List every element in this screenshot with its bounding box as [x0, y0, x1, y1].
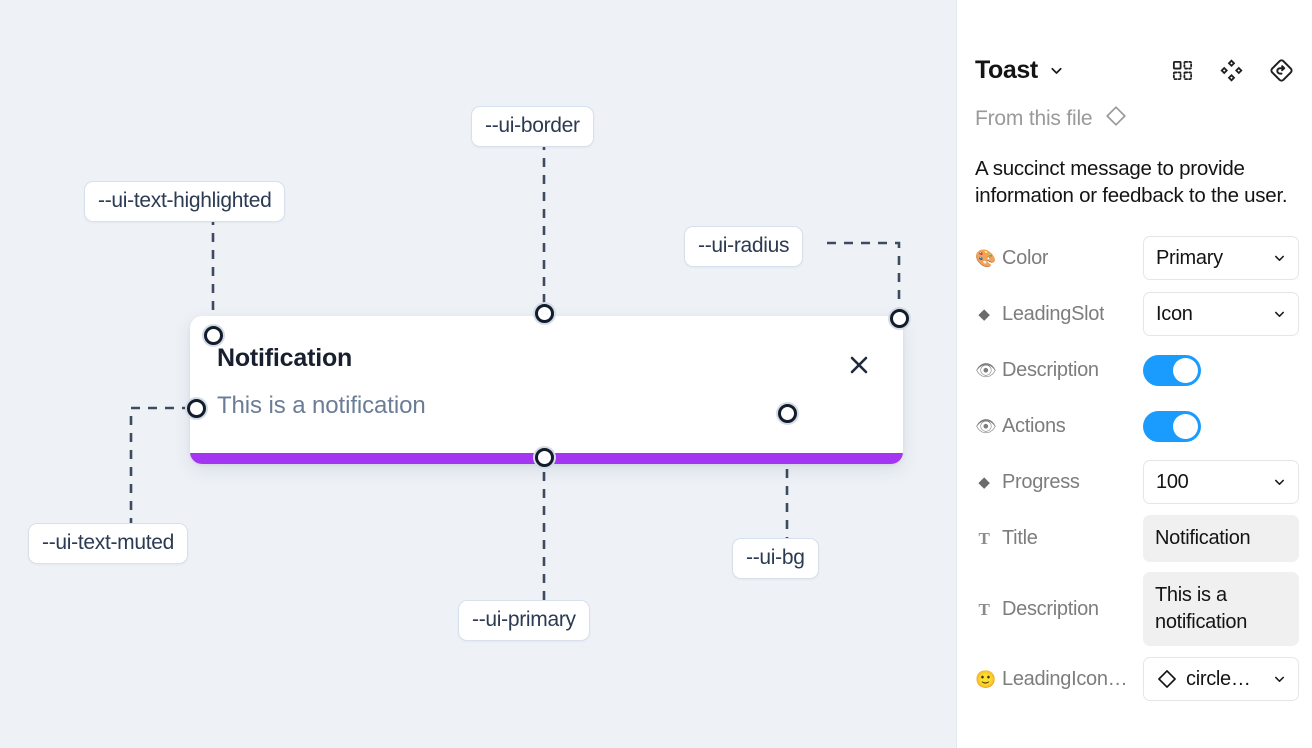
property-label-description: 👁 Description: [975, 358, 1099, 381]
property-row-description-text: T Description This is a notification: [975, 572, 1299, 646]
eye-icon: 👁: [975, 360, 997, 380]
property-row-actions-toggle: 👁 Actions: [975, 403, 1294, 449]
chevron-down-icon: [1272, 251, 1287, 266]
properties-panel: Toast: [956, 0, 1312, 748]
chevron-down-icon: [1272, 307, 1287, 322]
from-this-file-label: From this file: [975, 106, 1093, 130]
annotation-ui-radius[interactable]: --ui-radius: [684, 226, 804, 267]
diamond-component-icon: [1156, 668, 1178, 690]
component-cluster-icon[interactable]: [1220, 58, 1243, 82]
annotation-ui-primary[interactable]: --ui-primary: [458, 600, 590, 641]
component-description: A succinct message to provide informatio…: [975, 157, 1288, 207]
property-label-color: 🎨 Color: [975, 246, 1049, 269]
text-icon: T: [978, 529, 990, 548]
connector-ui-radius: [827, 241, 901, 313]
leadingslot-select[interactable]: Icon: [1143, 292, 1299, 336]
toast-component[interactable]: Notification This is a notification: [190, 316, 903, 464]
diamond-component-icon: [1104, 104, 1128, 133]
chevron-down-icon: [1272, 672, 1287, 687]
palette-icon: 🎨: [975, 248, 996, 268]
annotation-ui-text-muted[interactable]: --ui-text-muted: [28, 523, 189, 564]
annotation-ui-text-highlighted[interactable]: --ui-text-highlighted: [84, 181, 286, 222]
property-row-progress: ◆ Progress 100: [975, 459, 1299, 505]
toast-description: This is a notification: [217, 392, 426, 419]
property-label-title: T Title: [975, 527, 1143, 550]
panel-title: Toast: [975, 55, 1038, 84]
panel-header: Toast: [975, 44, 1294, 96]
design-canvas[interactable]: Notification This is a notification --ui…: [0, 0, 956, 748]
property-row-leadingicon: 🙂 LeadingIcon… circle…: [975, 656, 1299, 702]
from-this-file: From this file: [975, 104, 1294, 133]
description-input[interactable]: This is a notification: [1143, 572, 1299, 646]
handle-ui-primary[interactable]: [535, 448, 554, 467]
handle-ui-bg[interactable]: [778, 404, 797, 423]
progress-select[interactable]: 100: [1143, 460, 1299, 504]
actions-toggle[interactable]: [1143, 410, 1201, 442]
text-icon: T: [978, 599, 990, 619]
diamond-icon: ◆: [978, 473, 990, 491]
annotation-ui-bg[interactable]: --ui-bg: [732, 538, 819, 579]
diamond-icon: ◆: [978, 305, 990, 323]
description-toggle[interactable]: [1143, 354, 1201, 386]
property-row-description-toggle: 👁 Description: [975, 347, 1294, 393]
connector-ui-text-muted: [129, 406, 191, 523]
handle-ui-radius[interactable]: [890, 309, 909, 328]
panel-header-icons: [1171, 58, 1294, 83]
property-label-progress: ◆ Progress: [975, 471, 1143, 494]
eye-icon: 👁: [975, 416, 997, 436]
toast-title: Notification: [217, 344, 353, 372]
chevron-down-icon[interactable]: [1048, 62, 1065, 79]
property-label-description-text: T Description: [975, 598, 1143, 621]
smiley-icon: 🙂: [975, 669, 996, 689]
color-select[interactable]: Primary: [1143, 236, 1299, 280]
property-label-leadingicon: 🙂 LeadingIcon…: [975, 667, 1128, 690]
handle-ui-text-muted[interactable]: [187, 399, 206, 418]
property-row-color: 🎨 Color Primary: [975, 235, 1299, 281]
property-label-actions: 👁 Actions: [975, 414, 1066, 437]
property-row-leadingslot: ◆ LeadingSlot Icon: [975, 291, 1299, 337]
close-icon[interactable]: [846, 352, 872, 378]
property-row-title: T Title Notification: [975, 515, 1299, 562]
leadingicon-select[interactable]: circle…: [1143, 657, 1299, 701]
handle-ui-text-highlighted[interactable]: [204, 326, 223, 345]
chevron-down-icon: [1272, 475, 1287, 490]
component-variants-icon[interactable]: [1171, 59, 1194, 82]
property-list: 🎨 Color Primary ◆ LeadingSlot: [975, 235, 1299, 702]
title-input[interactable]: Notification: [1143, 515, 1299, 562]
property-label-leadingslot: ◆ LeadingSlot: [975, 303, 1143, 326]
handle-ui-border[interactable]: [535, 304, 554, 323]
annotation-ui-border[interactable]: --ui-border: [471, 106, 594, 147]
reset-instance-icon[interactable]: [1269, 58, 1294, 83]
